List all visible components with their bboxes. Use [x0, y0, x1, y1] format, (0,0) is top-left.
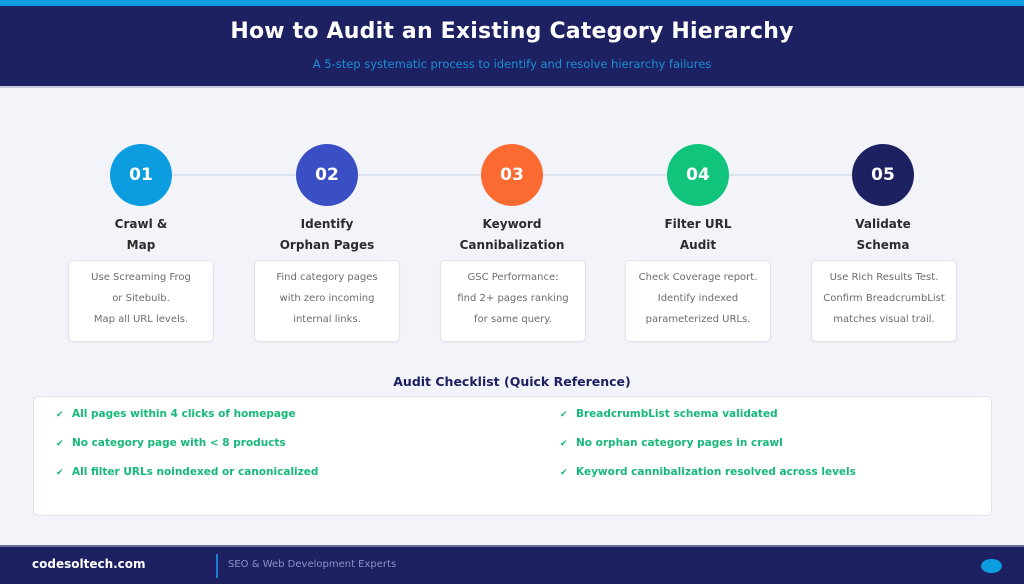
checklist-left-column: ✔ All pages within 4 clicks of homepage ✔…	[56, 406, 318, 493]
footer-bar: codesoltech.com SEO & Web Development Ex…	[0, 545, 1024, 584]
card-text-line: GSC Performance:	[467, 272, 559, 283]
card-text-line: with zero incoming	[279, 293, 375, 304]
card-text-line: matches visual trail.	[833, 314, 935, 325]
footer-divider	[216, 554, 218, 578]
step-number-badge: 05	[852, 144, 914, 206]
step-2-description-card: Find category pages with zero incoming i…	[254, 260, 400, 342]
step-title-line: Filter URL	[664, 217, 732, 231]
step-3-description-card: GSC Performance: find 2+ pages ranking f…	[440, 260, 586, 342]
footer-brand: codesoltech.com	[32, 557, 146, 571]
checkmark-icon: ✔	[560, 468, 568, 478]
step-4: 04 Filter URL Audit	[618, 144, 778, 256]
checklist-item: ✔ No orphan category pages in crawl	[560, 435, 856, 464]
header-banner: How to Audit an Existing Category Hierar…	[0, 6, 1024, 86]
checklist-panel: ✔ All pages within 4 clicks of homepage ✔…	[33, 396, 992, 516]
card-text-line: Confirm BreadcrumbList	[823, 293, 945, 304]
step-3: 03 Keyword Cannibalization	[432, 144, 592, 256]
step-1-description-card: Use Screaming Frog or Sitebulb. Map all …	[68, 260, 214, 342]
card-text-line: Identify indexed	[657, 293, 739, 304]
checkmark-icon: ✔	[56, 468, 64, 478]
card-text-line: find 2+ pages ranking	[457, 293, 569, 304]
checkmark-icon: ✔	[560, 410, 568, 420]
checklist-item: ✔ All filter URLs noindexed or canonicali…	[56, 464, 318, 493]
step-title-line: Orphan Pages	[279, 238, 375, 252]
checklist-item-text: Keyword cannibalization resolved across …	[576, 466, 856, 478]
step-title: Crawl & Map	[61, 214, 221, 256]
checklist-item-text: No orphan category pages in crawl	[576, 437, 783, 449]
checklist-item-text: All pages within 4 clicks of homepage	[72, 408, 296, 420]
card-text-line: Find category pages	[276, 272, 378, 283]
step-title-line: Map	[126, 238, 156, 252]
checklist-item: ✔ No category page with < 8 products	[56, 435, 318, 464]
checklist-item-text: All filter URLs noindexed or canonicaliz…	[72, 466, 319, 478]
card-text-line: Use Rich Results Test.	[829, 272, 939, 283]
checklist-item-text: BreadcrumbList schema validated	[576, 408, 778, 420]
step-title-line: Crawl &	[114, 217, 168, 231]
step-5-description-card: Use Rich Results Test. Confirm Breadcrum…	[811, 260, 957, 342]
checklist-right-column: ✔ BreadcrumbList schema validated ✔ No orp…	[560, 406, 856, 493]
card-text-line: internal links.	[293, 314, 361, 325]
header-divider	[0, 86, 1024, 88]
step-2: 02 Identify Orphan Pages	[247, 144, 407, 256]
step-title-line: Keyword	[482, 217, 542, 231]
step-number-badge: 02	[296, 144, 358, 206]
step-5: 05 Validate Schema	[803, 144, 963, 256]
checkmark-icon: ✔	[56, 410, 64, 420]
checkmark-icon: ✔	[56, 439, 64, 449]
card-text-line: Check Coverage report.	[638, 272, 758, 283]
card-text-line: Use Screaming Frog	[91, 272, 191, 283]
checklist-title: Audit Checklist (Quick Reference)	[393, 374, 631, 389]
card-text-line: Map all URL levels.	[93, 314, 189, 325]
step-number-badge: 04	[667, 144, 729, 206]
step-title: Identify Orphan Pages	[247, 214, 407, 256]
checklist-item: ✔ BreadcrumbList schema validated	[560, 406, 856, 435]
checklist-item: ✔ All pages within 4 clicks of homepage	[56, 406, 318, 435]
step-title: Validate Schema	[803, 214, 963, 256]
card-text-line: or Sitebulb.	[112, 293, 170, 304]
step-1: 01 Crawl & Map	[61, 144, 221, 256]
step-number-badge: 01	[110, 144, 172, 206]
decorative-dot-icon	[981, 559, 1002, 573]
step-title-line: Audit	[679, 238, 717, 252]
step-title-line: Identify	[300, 217, 354, 231]
step-title-line: Validate	[855, 217, 911, 231]
step-title-line: Schema	[856, 238, 910, 252]
card-text-line: parameterized URLs.	[645, 314, 751, 325]
page-subtitle: A 5-step systematic process to identify …	[312, 57, 712, 71]
step-4-description-card: Check Coverage report. Identify indexed …	[625, 260, 771, 342]
checklist-item-text: No category page with < 8 products	[72, 437, 286, 449]
checklist-item: ✔ Keyword cannibalization resolved across…	[560, 464, 856, 493]
step-title: Keyword Cannibalization	[432, 214, 592, 256]
checkmark-icon: ✔	[560, 439, 568, 449]
top-accent-strip	[0, 0, 1024, 6]
page-title: How to Audit an Existing Category Hierar…	[230, 19, 794, 44]
footer-tagline: SEO & Web Development Experts	[228, 559, 397, 570]
step-title-line: Cannibalization	[459, 238, 565, 252]
step-title: Filter URL Audit	[618, 214, 778, 256]
step-number-badge: 03	[481, 144, 543, 206]
card-text-line: for same query.	[474, 314, 552, 325]
